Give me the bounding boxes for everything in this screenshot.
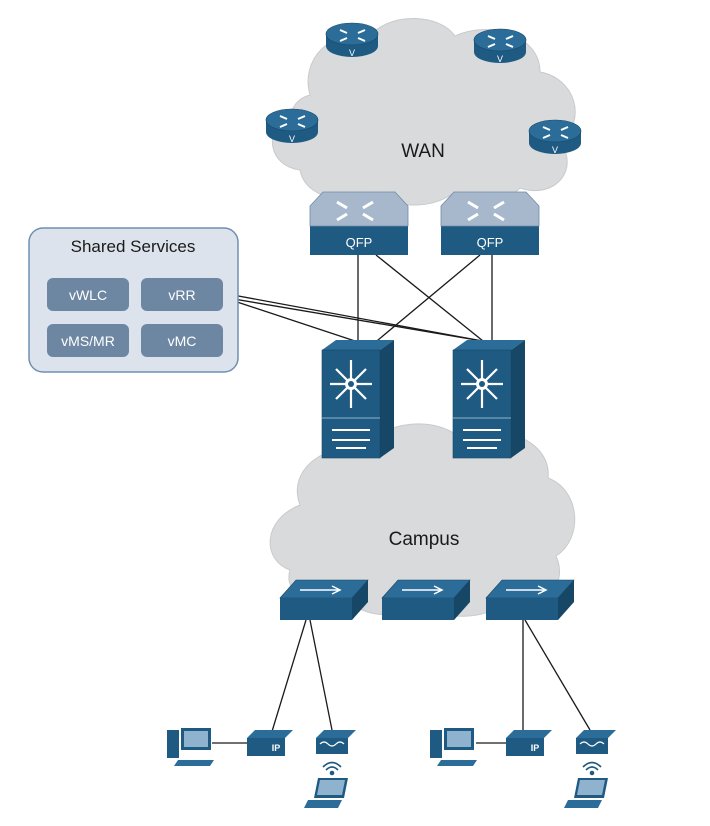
laptop-icon-right: [564, 778, 608, 808]
campus-label: Campus: [389, 529, 460, 550]
phone-badge: IP: [531, 743, 540, 753]
wan-router-2: V: [473, 28, 527, 64]
service-vwlc: vWLC: [47, 278, 129, 311]
access-switch-left: [279, 579, 369, 620]
router-badge: V: [552, 145, 558, 155]
shared-services-title: Shared Services: [71, 237, 196, 256]
wan-label: WAN: [401, 141, 445, 162]
campus-cloud: Campus: [269, 423, 576, 617]
ip-phone-icon-left: IP: [247, 730, 293, 756]
service-label: vMS/MR: [61, 333, 115, 349]
router-badge: V: [497, 54, 503, 64]
qfp-router-right: QFP: [440, 191, 540, 255]
core-switch-left: [321, 340, 394, 459]
wifi-icon-right: [582, 761, 602, 776]
wan-cloud: WAN: [271, 18, 576, 206]
access-point-icon-right: [576, 730, 616, 754]
service-vms-mr: vMS/MR: [47, 324, 129, 357]
ip-phone-icon-right: IP: [506, 730, 552, 756]
wifi-icon-left: [322, 761, 342, 776]
qfp-router-left: QFP: [309, 191, 409, 255]
service-label: vWLC: [69, 287, 107, 303]
phone-badge: IP: [272, 743, 281, 753]
access-switch-center: [381, 579, 471, 620]
laptop-icon-left: [304, 778, 348, 808]
router-badge: V: [349, 48, 355, 58]
wan-router-4: V: [528, 119, 582, 155]
links: [212, 254, 591, 744]
pc-icon-right: [430, 728, 477, 766]
service-label: vRR: [168, 287, 195, 303]
router-badge: V: [289, 134, 295, 144]
core-switch-right: [452, 340, 525, 459]
service-label: vMC: [168, 333, 197, 349]
wan-router-1: V: [325, 22, 379, 58]
access-switch-right: [485, 579, 575, 620]
wan-router-3: V: [265, 108, 319, 144]
service-vmc: vMC: [141, 324, 223, 357]
pc-icon-left: [167, 728, 214, 766]
service-vrr: vRR: [141, 278, 223, 311]
qfp-label: QFP: [346, 235, 373, 250]
shared-services-panel: Shared Services vWLC vRR vMS/MR vMC: [28, 227, 239, 373]
access-point-icon-left: [316, 730, 356, 754]
qfp-label: QFP: [477, 235, 504, 250]
